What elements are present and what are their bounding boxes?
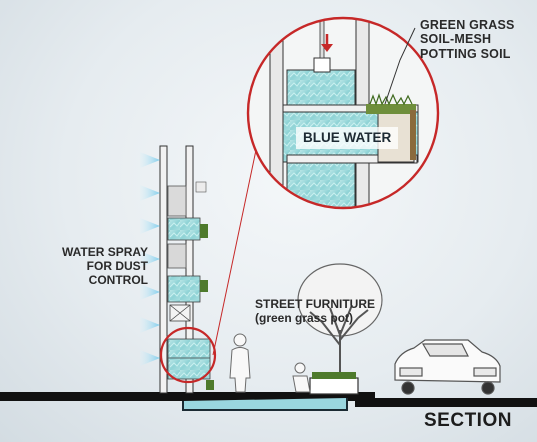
- label-street-furniture: STREET FURNITURE (green grass pot): [255, 297, 375, 326]
- label-water-spray: WATER SPRAY FOR DUST CONTROL: [38, 245, 148, 287]
- label-potting-soil: POTTING SOIL: [420, 46, 511, 61]
- callout-label-grass: GREEN GRASS SOIL-MESH POTTING SOIL: [420, 18, 515, 61]
- down-arrow-icon: [321, 34, 333, 52]
- street-furniture-pot: [292, 362, 359, 395]
- ground: [0, 392, 537, 411]
- label-water-spray-line1: WATER SPRAY: [61, 245, 148, 259]
- label-street-furniture-title: STREET FURNITURE: [255, 297, 375, 311]
- label-soil-mesh: SOIL-MESH: [420, 32, 492, 47]
- label-blue-water: BLUE WATER: [296, 127, 399, 149]
- tree-icon: [297, 263, 383, 380]
- label-street-furniture-sub: (green grass pot): [255, 310, 354, 325]
- label-green-grass: GREEN GRASS: [420, 18, 515, 32]
- label-section: SECTION: [424, 410, 512, 431]
- detail-callout: [212, 16, 440, 356]
- spray-icon: [140, 152, 160, 366]
- person-icon: [229, 333, 251, 393]
- water-wall-tower: [159, 145, 217, 394]
- label-water-spray-line2: FOR DUST CONTROL: [86, 258, 148, 287]
- car-icon: [394, 339, 501, 395]
